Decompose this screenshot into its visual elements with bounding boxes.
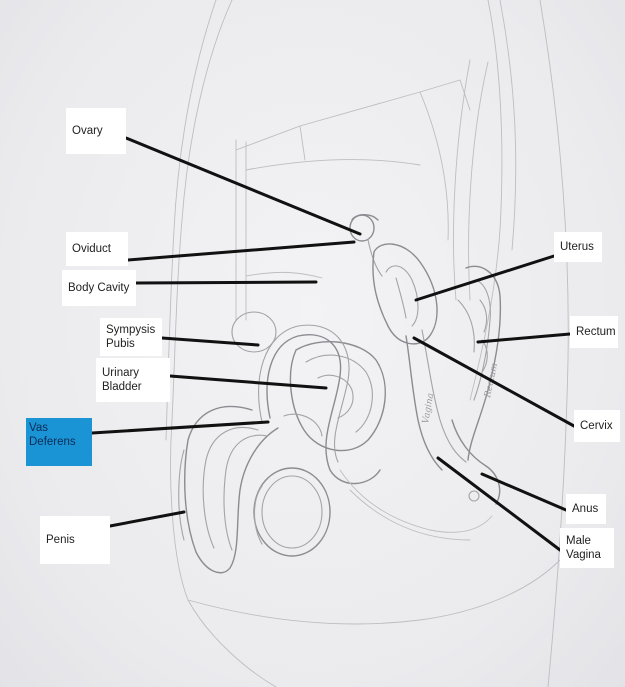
ovary-leader xyxy=(124,136,362,236)
urinary-bladder-leader xyxy=(168,374,328,390)
label-ovary: Ovary xyxy=(66,108,126,154)
male-vagina-leader xyxy=(436,456,562,552)
label-urinary-bladder: Urinary Bladder xyxy=(96,358,170,402)
label-cervix: Cervix xyxy=(574,410,620,442)
penis-leader xyxy=(108,510,186,528)
anus-leader xyxy=(480,472,568,512)
oviduct-leader xyxy=(126,240,356,262)
cervix-leader xyxy=(412,336,576,428)
body-cavity-leader xyxy=(134,280,318,285)
label-anus: Anus xyxy=(566,494,606,524)
uterus-leader xyxy=(414,254,556,302)
label-oviduct: Oviduct xyxy=(66,232,128,266)
label-uterus: Uterus xyxy=(554,232,602,262)
label-penis: Penis xyxy=(40,516,110,564)
label-rectum: Rectum xyxy=(570,316,618,348)
sympysis-pubis-leader xyxy=(160,336,260,347)
label-body-cavity: Body Cavity xyxy=(62,270,136,306)
rectum-leader xyxy=(476,332,572,344)
vas-deferens-leader xyxy=(90,420,270,435)
label-sympysis-pubis: Sympysis Pubis xyxy=(100,318,162,356)
label-male-vagina: Male Vagina xyxy=(560,528,614,568)
label-vas-deferens: Vas Deferens xyxy=(26,418,92,466)
